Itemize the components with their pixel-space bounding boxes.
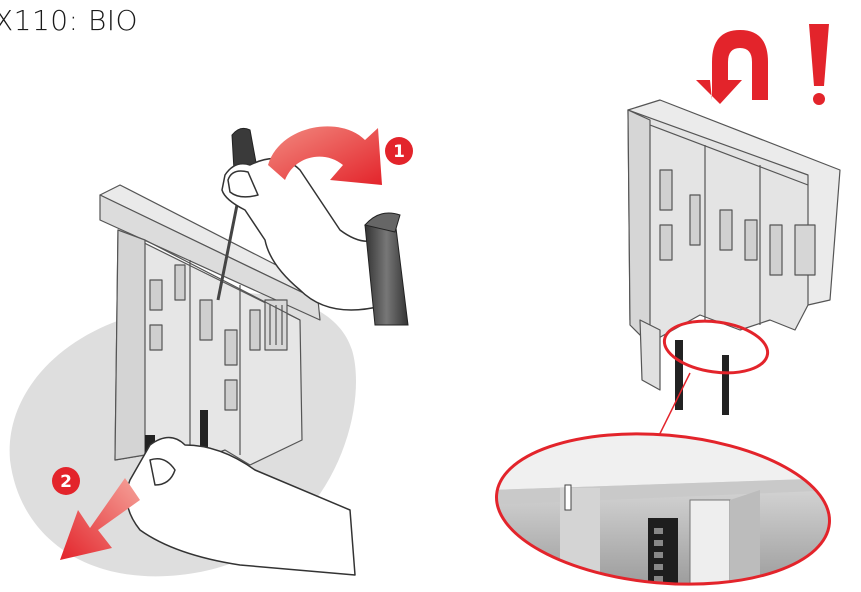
right-illustration (490, 24, 841, 591)
pull-arrow-icon (60, 478, 140, 560)
lower-hand-icon (125, 436, 356, 576)
module-housing-right (627, 99, 841, 391)
exclamation-icon (809, 24, 829, 105)
page-title: X110: BIO (0, 4, 139, 37)
module-housing (99, 184, 326, 471)
step-1-badge: 1 (385, 137, 413, 165)
highlight-ellipse (662, 319, 770, 375)
step-2-label: 2 (60, 472, 72, 492)
magnifier-ellipse-icon (490, 430, 836, 591)
wrist-sleeve (364, 212, 409, 326)
left-illustration: 1 2 (9, 126, 413, 577)
connector-right-a (675, 340, 683, 410)
warning-u-turn-icon (696, 30, 768, 104)
step-1-label: 1 (393, 142, 405, 162)
rotate-arrow-icon (268, 126, 382, 185)
connector-right-b (722, 355, 729, 415)
connector-right (200, 410, 208, 450)
step-2-badge: 2 (52, 467, 80, 495)
